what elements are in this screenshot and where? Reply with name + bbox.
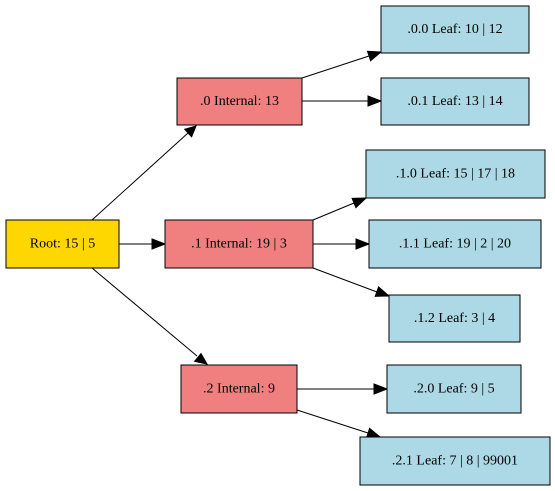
node-internal-2[interactable]: .2 Internal: 9: [180, 364, 298, 414]
node-root-label: Root: 15 | 5: [30, 237, 95, 252]
node-internal-0-label: .0 Internal: 13: [200, 94, 279, 109]
edge-internal-2-to-leaf-2-1: [296, 409, 382, 439]
node-leaf-2-0-label: .2.0 Leaf: 9 | 5: [413, 382, 494, 397]
node-internal-0[interactable]: .0 Internal: 13: [176, 77, 303, 126]
node-root-box: [5, 219, 120, 269]
node-internal-2-box: [180, 364, 298, 414]
node-leaf-1-1[interactable]: .1.1 Leaf: 19 | 2 | 20: [368, 219, 542, 269]
edge-internal-1-to-leaf-1-1: [313, 238, 371, 250]
node-leaf-0-1[interactable]: .0.1 Leaf: 13 | 14: [380, 77, 530, 126]
node-leaf-2-1-label: .2.1 Leaf: 7 | 8 | 99001: [392, 454, 518, 469]
node-leaf-0-1-box: [380, 77, 530, 126]
edge-internal-1-to-leaf-1-0: [312, 197, 368, 221]
node-leaf-0-0-label: .0.0 Leaf: 10 | 12: [407, 22, 502, 37]
edges: [91, 50, 391, 439]
edge-root-to-internal-2: [91, 267, 208, 365]
node-leaf-1-0-label: .1.0 Leaf: 15 | 17 | 18: [396, 167, 515, 182]
node-leaf-1-2-label: .1.2 Leaf: 3 | 4: [414, 311, 495, 326]
node-leaf-0-0-box: [380, 5, 530, 54]
node-leaf-1-0-box: [365, 149, 546, 199]
edge-internal-2-to-leaf-2-0: [297, 383, 389, 395]
node-leaf-2-0[interactable]: .2.0 Leaf: 9 | 5: [386, 364, 522, 414]
node-internal-2-label: .2 Internal: 9: [203, 382, 275, 397]
node-leaf-1-2-box: [388, 294, 521, 343]
edge-root-to-internal-1: [119, 238, 167, 250]
node-leaf-1-0[interactable]: .1.0 Leaf: 15 | 17 | 18: [365, 149, 546, 199]
node-leaf-2-0-box: [386, 364, 522, 414]
node-leaf-0-1-label: .0.1 Leaf: 13 | 14: [407, 94, 502, 109]
edge-internal-0-to-leaf-0-1: [302, 95, 383, 107]
node-leaf-0-0[interactable]: .0.0 Leaf: 10 | 12: [380, 5, 530, 54]
edge-internal-0-to-leaf-0-0: [301, 50, 383, 79]
node-leaf-1-2[interactable]: .1.2 Leaf: 3 | 4: [388, 294, 521, 343]
node-leaf-2-1[interactable]: .2.1 Leaf: 7 | 8 | 99001: [359, 436, 551, 486]
node-internal-1[interactable]: .1 Internal: 19 | 3: [164, 219, 314, 269]
node-leaf-1-1-label: .1.1 Leaf: 19 | 2 | 20: [399, 237, 511, 252]
node-leaf-2-1-box: [359, 436, 551, 486]
node-root[interactable]: Root: 15 | 5: [5, 219, 120, 269]
node-internal-1-label: .1 Internal: 19 | 3: [191, 237, 287, 252]
node-leaf-1-1-box: [368, 219, 542, 269]
node-internal-0-box: [176, 77, 303, 126]
edge-internal-1-to-leaf-1-2: [312, 267, 391, 297]
node-internal-1-box: [164, 219, 314, 269]
edge-root-to-internal-0: [91, 125, 197, 221]
